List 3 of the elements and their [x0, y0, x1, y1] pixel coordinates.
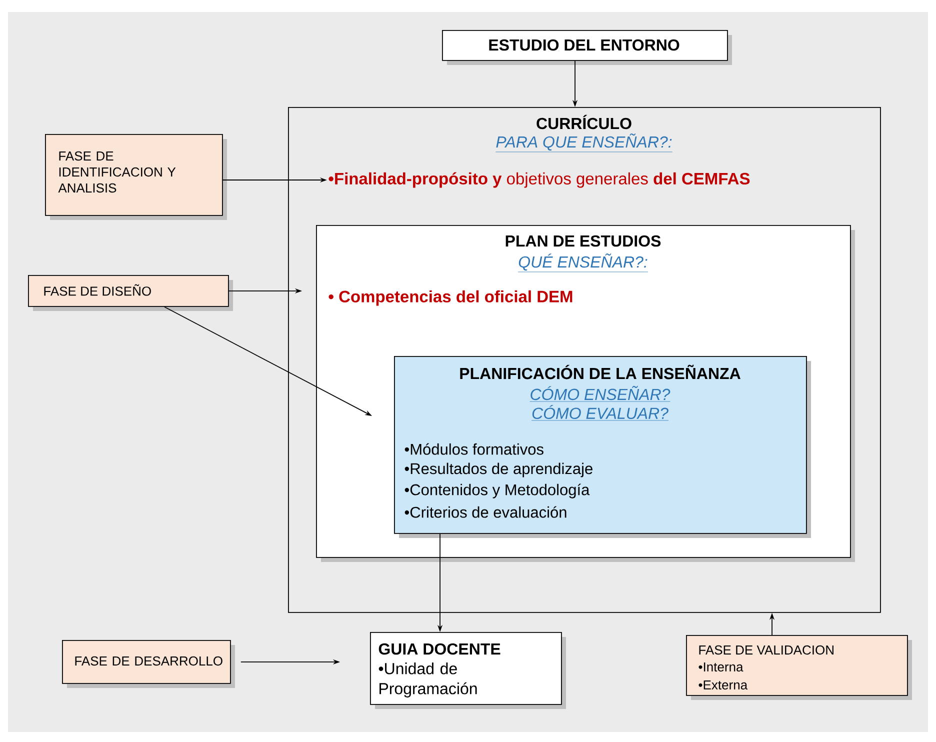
question-link: PARA QUE ENSEÑAR?:: [496, 133, 673, 152]
text-heading: CURRÍCULO: [536, 114, 632, 130]
bullet-text: •Finalidad-propósito y objetivos generales del CEMFAS: [328, 172, 750, 188]
